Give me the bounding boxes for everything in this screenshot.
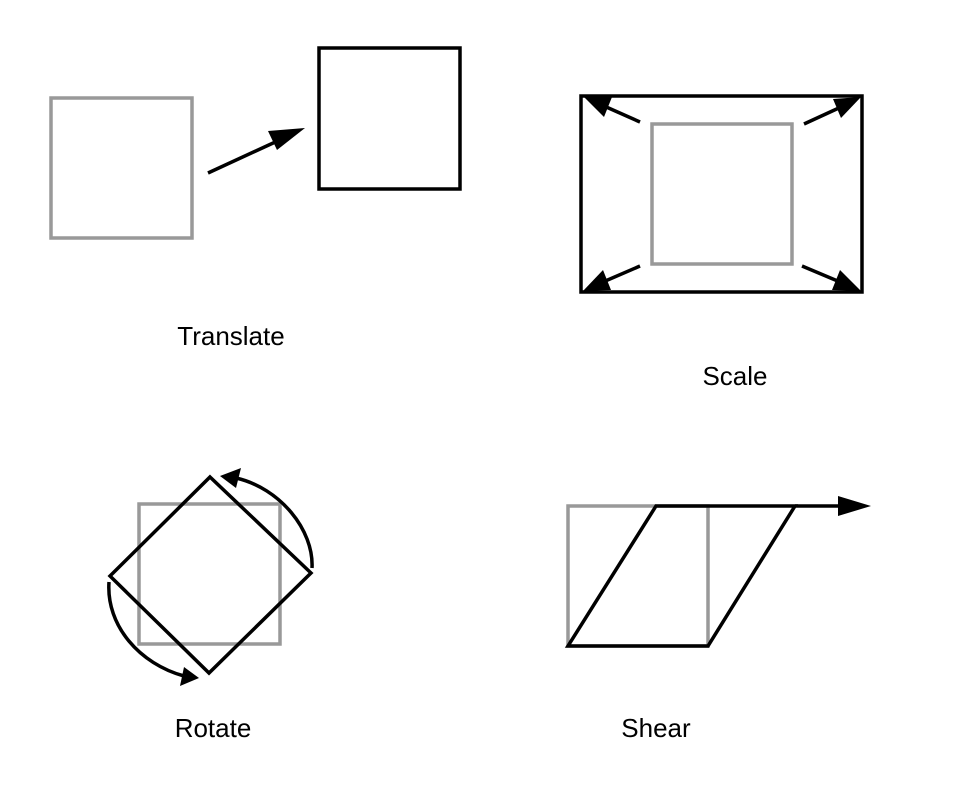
- scale-arrow-bottom-left-head: [583, 270, 611, 291]
- shear-arrow-head: [838, 496, 871, 516]
- scale-arrow-bottom-right-head: [832, 270, 861, 291]
- scale-arrow-bottom-right-shaft: [801, 264, 841, 284]
- scale-arrow-top-right-shaft: [803, 105, 842, 126]
- shear-label: Shear: [621, 713, 691, 743]
- shear-sheared-parallelogram: [564, 504, 799, 648]
- rotate-arc-arrow-upper-head: [220, 468, 241, 488]
- rotate-arc-arrow-lower-head: [180, 667, 199, 686]
- shear-original-square: [566, 504, 710, 648]
- scale-arrow-top-left-head: [583, 96, 612, 117]
- scale-scaled-rectangle: [579, 94, 864, 294]
- scale-original-square: [650, 122, 794, 266]
- scale-arrow-bottom-left-shaft: [602, 264, 641, 284]
- rotate-label: Rotate: [175, 713, 252, 743]
- rotate-rotated-square: [107, 474, 314, 676]
- scale-panel: Scale: [579, 94, 864, 391]
- scale-arrow-top-right-head: [833, 97, 861, 118]
- scale-arrow-top-left-shaft: [603, 104, 641, 124]
- translate-panel: Translate: [49, 46, 462, 351]
- scale-label: Scale: [702, 361, 767, 391]
- translate-moved-square: [317, 46, 462, 191]
- translate-arrow-shaft: [207, 136, 285, 175]
- translate-label: Translate: [177, 321, 284, 351]
- translate-original-square: [49, 96, 194, 240]
- rotate-arc-arrow-upper-shaft: [235, 476, 314, 569]
- translate-arrow-head: [268, 128, 305, 150]
- rotate-panel: Rotate: [107, 468, 314, 743]
- rotate-original-square: [137, 502, 282, 646]
- rotate-arc-arrow-lower-shaft: [107, 581, 185, 678]
- shear-panel: Shear: [564, 496, 871, 743]
